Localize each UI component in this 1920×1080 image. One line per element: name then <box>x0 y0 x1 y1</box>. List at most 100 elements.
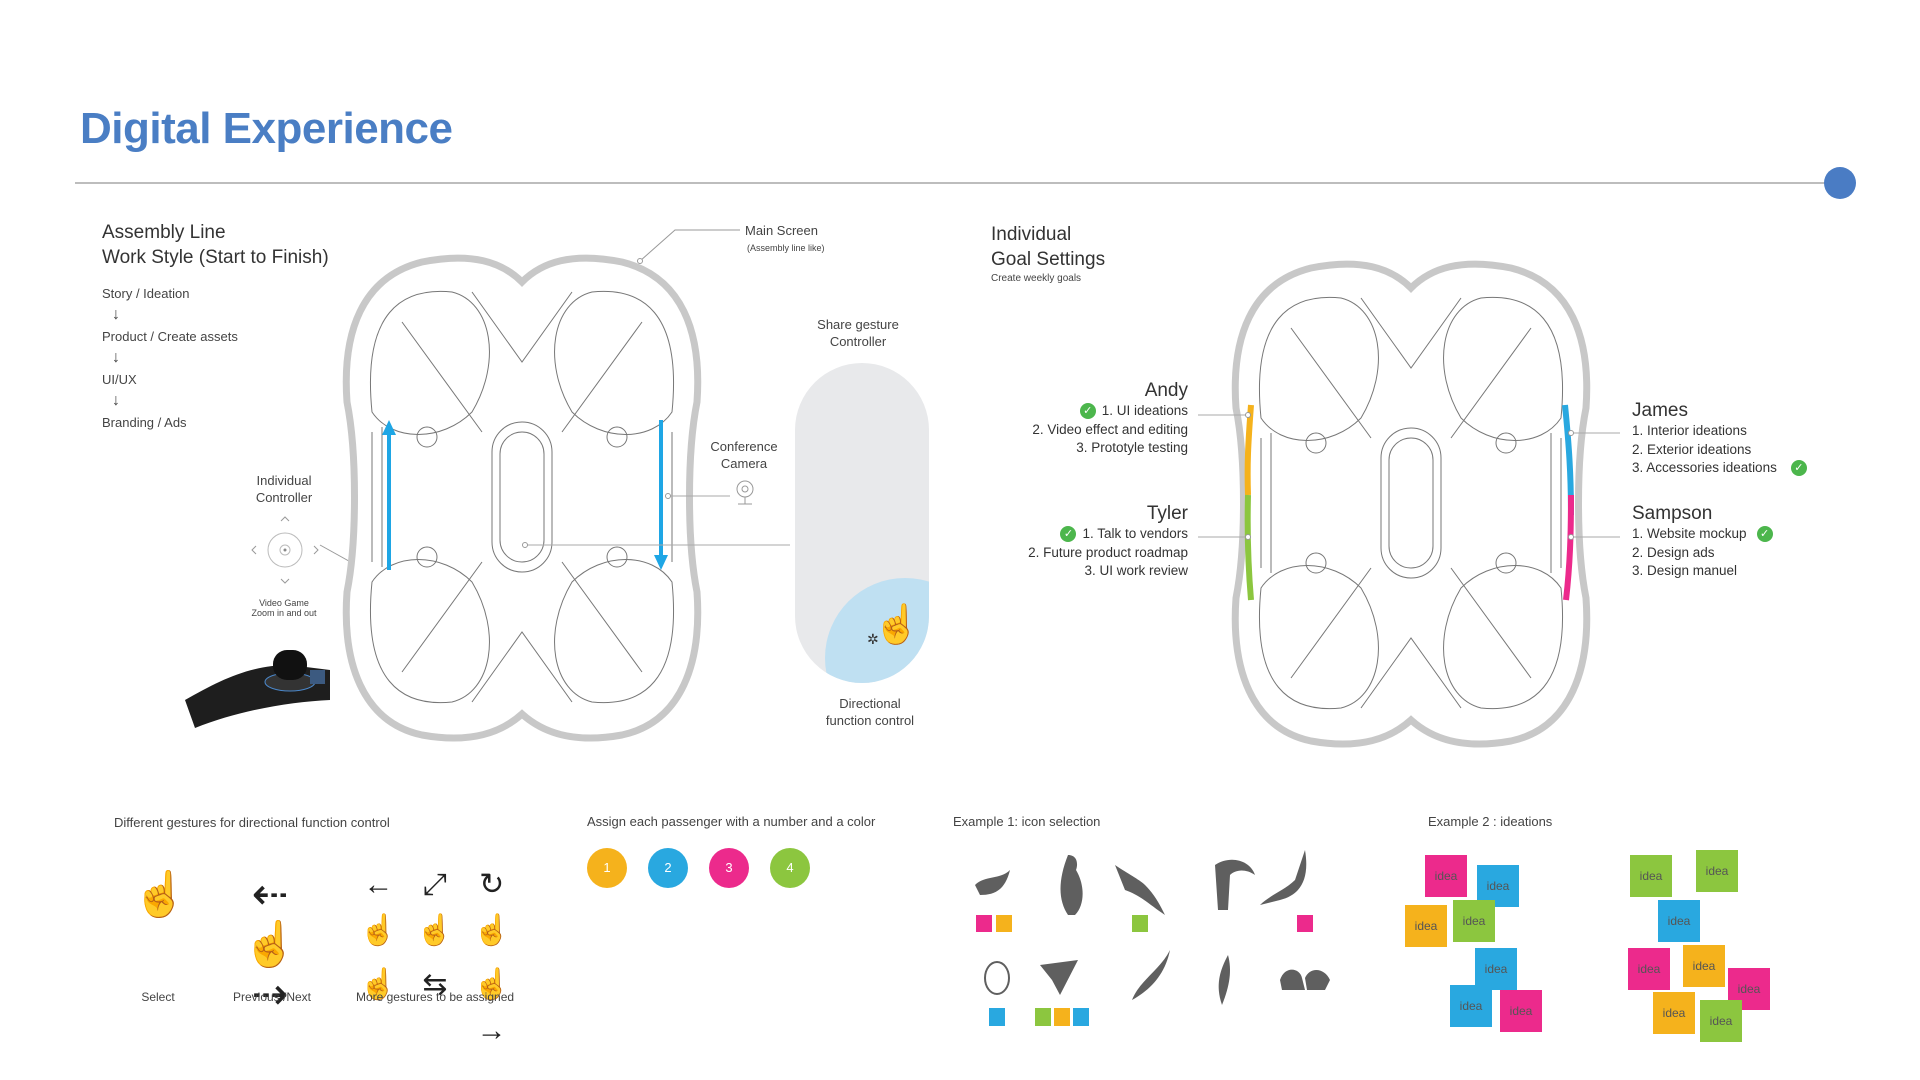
workflow-steps: Story / Ideation ↓ Product / Create asse… <box>102 286 302 430</box>
idea-note: idea <box>1653 992 1695 1034</box>
camera-leader <box>665 493 730 499</box>
goal-item: 2. Design ads <box>1632 544 1715 560</box>
idea-note: idea <box>1453 900 1495 942</box>
check-icon: ✓ <box>1790 460 1807 477</box>
arrow-down-icon: ↓ <box>112 306 120 323</box>
more-gestures-grid: ←☝ ⤢☝ ↻☝ ☝ ⇆ ☝→ <box>350 862 520 1054</box>
egg-icon <box>984 961 1010 995</box>
press-gesture-icon: ☝ <box>359 968 397 1001</box>
goal-item: 1. Website mockup <box>1632 526 1747 541</box>
goal-item: 1. Talk to vendors <box>1082 526 1188 541</box>
person-name: Sampson <box>1632 503 1713 524</box>
person-tyler: Tyler ✓1. Talk to vendors 2. Future prod… <box>960 503 1188 581</box>
origami-bird-icon <box>1040 960 1078 995</box>
assembly-heading: Assembly Line Work Style (Start to Finis… <box>102 220 329 270</box>
idea-note: idea <box>1683 945 1725 987</box>
goals-heading: Individual Goal Settings <box>991 222 1105 272</box>
dpad-icon <box>251 516 319 584</box>
check-icon: ✓ <box>1060 526 1077 543</box>
bird-icon-grid <box>975 850 1330 1026</box>
hand-pointer-icon: ☝ <box>873 604 921 646</box>
idea-note: idea <box>1630 855 1672 897</box>
passenger-badge: 3 <box>709 848 749 888</box>
label-line: Directional <box>839 696 901 711</box>
idea-note: idea <box>1658 900 1700 942</box>
person-sampson: Sampson 1. Website mockup ✓ 2. Design ads… <box>1632 503 1892 581</box>
gesture-label-more: More gestures to be assigned <box>355 990 515 1004</box>
arrow-down-icon: ↓ <box>112 392 120 409</box>
idea-note: idea <box>1500 990 1542 1032</box>
individual-controller-label: Individual Controller <box>224 472 344 506</box>
swipe-left-gesture-icon: ←☝ <box>359 868 397 947</box>
passenger-badges: 1 2 3 4 <box>587 848 810 888</box>
gesture-label-previous-next: Previous /Next <box>232 990 312 1004</box>
idea-note: idea <box>1696 850 1738 892</box>
goal-item: 2. Exterior ideations <box>1632 441 1752 457</box>
slide-gesture-icon: ⇆ <box>422 968 448 1001</box>
gestures-heading: Different gestures for directional funct… <box>114 815 390 830</box>
step: UI/UX <box>102 372 137 387</box>
arrow-down-icon: ↓ <box>112 349 120 366</box>
ideas-board-1: idea idea idea idea idea idea idea <box>1405 850 1545 1040</box>
color-tag <box>1073 1008 1089 1026</box>
directional-control-label: Directional function control <box>810 695 930 729</box>
goal-item: 1. UI ideations <box>1101 403 1188 418</box>
goals-subheading: Create weekly goals <box>991 273 1082 284</box>
example2-heading: Example 2 : ideations <box>1428 814 1553 829</box>
color-tag <box>976 915 992 932</box>
caption-line: Video Game <box>259 598 309 608</box>
eagle-icon <box>1060 855 1083 915</box>
passenger-badge: 1 <box>587 848 627 888</box>
color-tag <box>1297 915 1313 932</box>
person-andy: Andy ✓1. UI ideations 2. Video effect an… <box>960 380 1188 458</box>
check-icon: ✓ <box>1756 526 1773 543</box>
timeline-dot <box>1824 167 1856 199</box>
page-title: Digital Experience <box>80 104 453 153</box>
gesture-label-select: Select <box>141 990 175 1004</box>
goal-item: 3. Prototyle testing <box>1076 440 1188 455</box>
share-gesture-label: Share gesture Controller <box>798 316 918 350</box>
idea-note: idea <box>1700 1000 1742 1042</box>
ideas-board-2: idea idea idea idea idea idea idea idea <box>1628 850 1773 1045</box>
divider <box>75 182 1835 184</box>
color-tag <box>989 1008 1005 1026</box>
assign-heading: Assign each passenger with a number and … <box>587 814 876 829</box>
goal-item: 2. Future product roadmap <box>1028 544 1188 560</box>
gesture-controller-panel[interactable]: ☝ ✲ <box>795 363 929 683</box>
main-screen-sublabel: (Assembly line like) <box>747 243 825 253</box>
label-line: Conference <box>710 439 778 454</box>
screen-leader <box>522 542 790 548</box>
caption-line: Zoom in and out <box>251 608 317 618</box>
idea-note: idea <box>1475 948 1517 990</box>
goal-item: 3. UI work review <box>1084 563 1188 578</box>
heading-line: Individual <box>991 224 1072 245</box>
3d-mouse-device-image <box>185 650 330 728</box>
controller-caption: Video Game Zoom in and out <box>234 598 334 618</box>
goal-item: 2. Video effect and editing <box>1032 421 1188 437</box>
idea-note: idea <box>1450 985 1492 1027</box>
conference-camera-label: Conference Camera <box>694 438 794 472</box>
label-line: Camera <box>720 456 768 471</box>
pinch-gesture-icon: ⤢☝ <box>416 868 454 947</box>
label-line: Controller <box>255 490 313 505</box>
seat-color-bars <box>1198 404 1620 601</box>
passenger-badge: 4 <box>770 848 810 888</box>
goal-item: 1. Interior ideations <box>1632 423 1747 438</box>
feather-icon <box>1132 950 1170 1000</box>
step: Branding / Ads <box>102 415 187 430</box>
goal-item: 3. Accessories ideations <box>1632 460 1777 475</box>
person-name: Andy <box>1144 380 1188 401</box>
fan-icon: ✲ <box>867 631 879 647</box>
albatross-icon <box>1115 865 1165 915</box>
flow-arrows <box>382 420 668 570</box>
dove-icon <box>975 870 1010 895</box>
person-name: James <box>1632 400 1688 421</box>
quill-icon <box>1218 955 1230 1005</box>
idea-note: idea <box>1628 948 1670 990</box>
two-finger-gesture-icon: ☝→ <box>472 968 511 1047</box>
main-screen-label: Main Screen <box>745 223 818 238</box>
main-screen-leader <box>637 229 740 264</box>
color-tag <box>1132 915 1148 932</box>
label-line: Individual <box>256 473 312 488</box>
camera-icon <box>736 480 754 505</box>
